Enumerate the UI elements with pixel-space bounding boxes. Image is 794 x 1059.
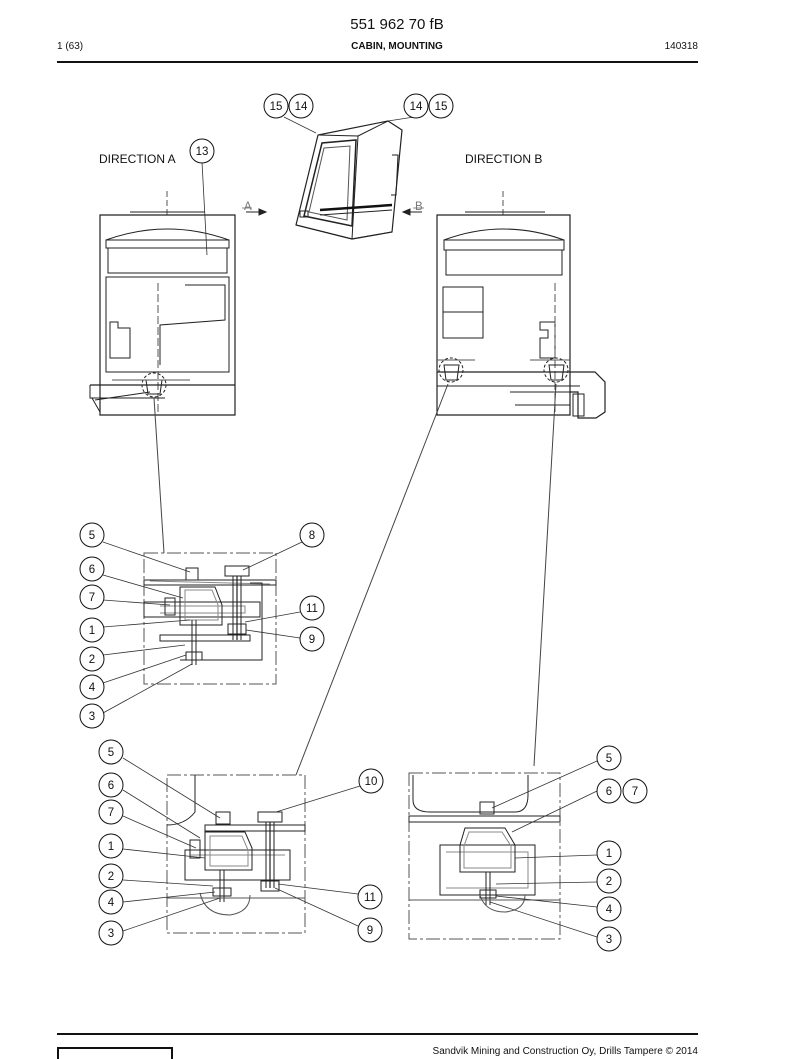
header-rule [57, 61, 698, 63]
svg-text:3: 3 [108, 928, 114, 940]
svg-text:1: 1 [606, 848, 612, 860]
callout-3: 3 [98, 920, 124, 946]
callout-4: 4 [98, 889, 124, 915]
callout-6: 6 [98, 772, 124, 798]
callout-2: 2 [98, 863, 124, 889]
direction-b-view [436, 191, 606, 419]
callout-2: 2 [596, 868, 622, 894]
page-title: CABIN, MOUNTING [351, 41, 443, 52]
svg-text:11: 11 [306, 603, 318, 615]
svg-text:9: 9 [367, 925, 373, 937]
direction-a-view [89, 191, 236, 416]
callout-13: 13 [189, 138, 215, 164]
svg-text:3: 3 [606, 934, 612, 946]
svg-text:15: 15 [270, 101, 283, 113]
callout-3: 3 [596, 926, 622, 952]
svg-text:7: 7 [108, 807, 114, 819]
svg-text:4: 4 [108, 897, 115, 909]
page-indicator: 1 (63) [57, 41, 84, 52]
callout-6: 6 [596, 778, 622, 804]
svg-text:2: 2 [108, 871, 114, 883]
callout-15: 15 [263, 93, 289, 119]
svg-text:7: 7 [89, 592, 95, 604]
direction-a-label: DIRECTION A [99, 152, 176, 166]
document-date: 140318 [664, 41, 698, 52]
svg-text:6: 6 [606, 786, 612, 798]
callout-5: 5 [98, 739, 124, 765]
callout-leaders [102, 116, 598, 938]
svg-text:1: 1 [89, 625, 95, 637]
callout-1: 1 [596, 840, 622, 866]
callout-5: 5 [79, 522, 105, 548]
document-number: 551 962 70 fB [350, 16, 444, 33]
svg-text:3: 3 [89, 711, 95, 723]
svg-text:5: 5 [606, 753, 612, 765]
svg-text:14: 14 [410, 101, 423, 113]
svg-text:2: 2 [606, 876, 612, 888]
svg-text:13: 13 [196, 146, 209, 158]
svg-text:6: 6 [89, 564, 95, 576]
callout-6: 6 [79, 556, 105, 582]
svg-text:11: 11 [364, 892, 376, 904]
svg-text:2: 2 [89, 654, 95, 666]
callout-10: 10 [358, 768, 384, 794]
callout-4: 4 [79, 674, 105, 700]
callout-1: 1 [98, 833, 124, 859]
svg-text:10: 10 [365, 776, 378, 788]
callout-11: 11 [357, 884, 383, 910]
cabin-isometric-view [242, 120, 424, 240]
callout-1: 1 [79, 617, 105, 643]
svg-text:14: 14 [295, 101, 308, 113]
footer-copyright: Sandvik Mining and Construction Oy, Dril… [432, 1046, 698, 1057]
callout-8: 8 [299, 522, 325, 548]
svg-text:8: 8 [309, 530, 315, 542]
svg-text:15: 15 [435, 101, 448, 113]
callout-5: 5 [596, 745, 622, 771]
arrow-b-label: B [415, 201, 423, 213]
callout-7: 7 [79, 584, 105, 610]
detail-view-3 [408, 772, 561, 940]
svg-text:1: 1 [108, 841, 114, 853]
callout-15: 15 [428, 93, 454, 119]
svg-text:4: 4 [606, 904, 613, 916]
arrow-a-label: A [244, 201, 252, 213]
callout-11: 11 [299, 595, 325, 621]
svg-text:5: 5 [108, 747, 114, 759]
svg-text:5: 5 [89, 530, 95, 542]
callout-3: 3 [79, 703, 105, 729]
svg-text:6: 6 [108, 780, 114, 792]
callout-14: 14 [403, 93, 429, 119]
callout-7: 7 [98, 799, 124, 825]
callout-9: 9 [357, 917, 383, 943]
svg-text:4: 4 [89, 682, 96, 694]
svg-text:9: 9 [309, 634, 315, 646]
svg-text:7: 7 [632, 786, 638, 798]
detail-view-1 [143, 552, 277, 685]
callout-2: 2 [79, 646, 105, 672]
callout-14: 14 [288, 93, 314, 119]
callout-4: 4 [596, 896, 622, 922]
callout-bubbles: 15 14 14 15 13 5 8 6 7 11 1 9 2 4 3 5 10… [79, 93, 648, 952]
footer-rule [57, 1033, 698, 1035]
detail-view-2 [166, 774, 306, 934]
callout-9: 9 [299, 626, 325, 652]
company-logo [57, 1047, 173, 1059]
direction-b-label: DIRECTION B [465, 152, 543, 166]
callout-7: 7 [622, 778, 648, 804]
